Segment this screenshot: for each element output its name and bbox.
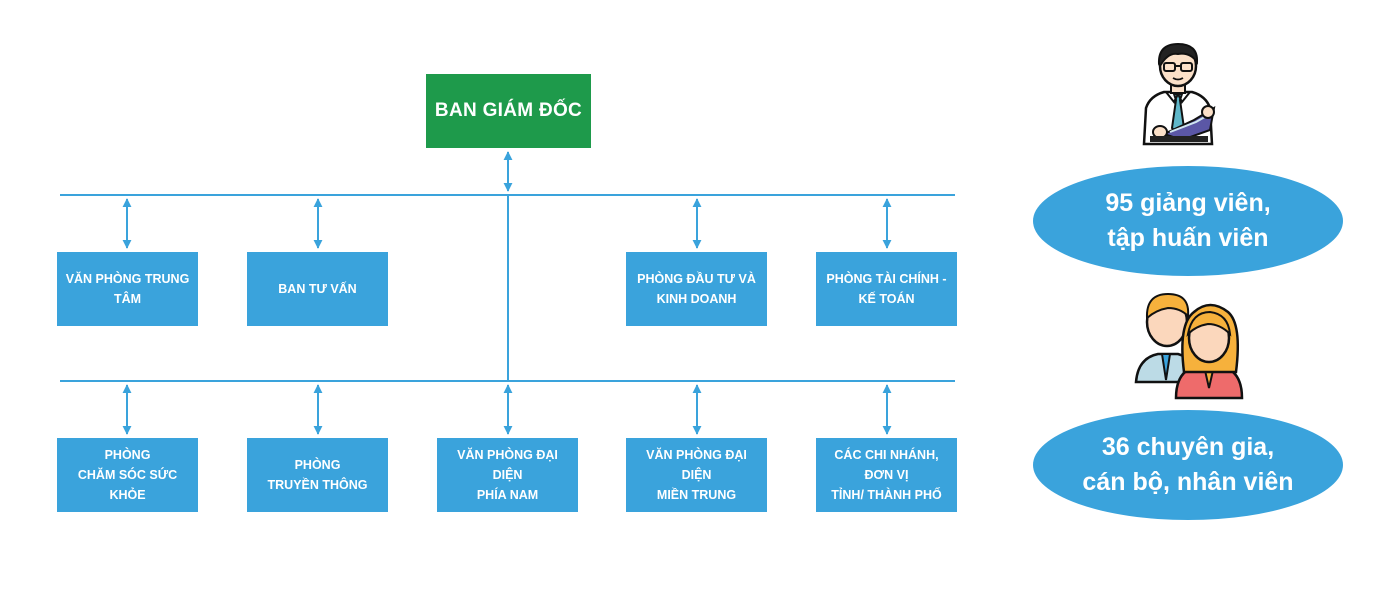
dept-label-line: VĂN PHÒNG ĐẠI DIỆN [457,448,558,482]
dept-box-advisory: BAN TƯ VẤN [247,252,388,326]
stat-line: 36 chuyên gia, [1101,433,1275,461]
dept-label-line: TỈNH/ THÀNH PHỐ [831,488,942,502]
stat-pill-trainers: 95 giảng viên, tập huấn viên [1033,166,1343,276]
dept-box-investment: PHÒNG ĐẦU TƯ VÀ KINH DOANH [626,252,767,326]
dept-box-communications: PHÒNG TRUYỀN THÔNG [247,438,388,512]
teacher-icon [1142,42,1216,146]
dept-label-line: BAN TƯ VẤN [278,282,357,296]
dept-label-line: KINH DOANH [656,292,737,306]
dept-box-south-office: VĂN PHÒNG ĐẠI DIỆN PHÍA NAM [437,438,578,512]
dept-label-line: CÁC CHI NHÁNH, ĐƠN VỊ [834,448,939,482]
people-icon [1134,292,1244,400]
dept-label-line: CHĂM SÓC SỨC KHỎE [77,468,178,502]
dept-box-branches: CÁC CHI NHÁNH, ĐƠN VỊ TỈNH/ THÀNH PHỐ [816,438,957,512]
board-of-directors-label: BAN GIÁM ĐỐC [434,100,583,121]
dept-label-line: VĂN PHÒNG TRUNG TÂM [65,272,190,306]
dept-label-line: MIỀN TRUNG [656,488,737,502]
board-of-directors-box: BAN GIÁM ĐỐC [426,74,591,148]
dept-label-line: PHÒNG TÀI CHÍNH - [826,272,947,286]
stat-line: tập huấn viên [1107,224,1269,252]
dept-label-line: PHÒNG [294,458,341,472]
dept-box-healthcare: PHÒNG CHĂM SÓC SỨC KHỎE [57,438,198,512]
stat-pill-staff: 36 chuyên gia, cán bộ, nhân viên [1033,410,1343,520]
stat-line: cán bộ, nhân viên [1082,468,1294,496]
dept-label-line: PHÒNG [104,448,151,462]
dept-label-line: PHÍA NAM [476,488,539,502]
dept-label-line: TRUYỀN THÔNG [267,478,368,492]
dept-label-line: VĂN PHÒNG ĐẠI DIỆN [646,448,747,482]
dept-box-central-office: VĂN PHÒNG TRUNG TÂM [57,252,198,326]
dept-box-central-region-office: VĂN PHÒNG ĐẠI DIỆN MIỀN TRUNG [626,438,767,512]
stat-line: 95 giảng viên, [1105,189,1271,217]
dept-label-line: PHÒNG ĐẦU TƯ VÀ [637,272,756,286]
dept-box-finance: PHÒNG TÀI CHÍNH - KẾ TOÁN [816,252,957,326]
dept-label-line: KẾ TOÁN [858,292,915,306]
